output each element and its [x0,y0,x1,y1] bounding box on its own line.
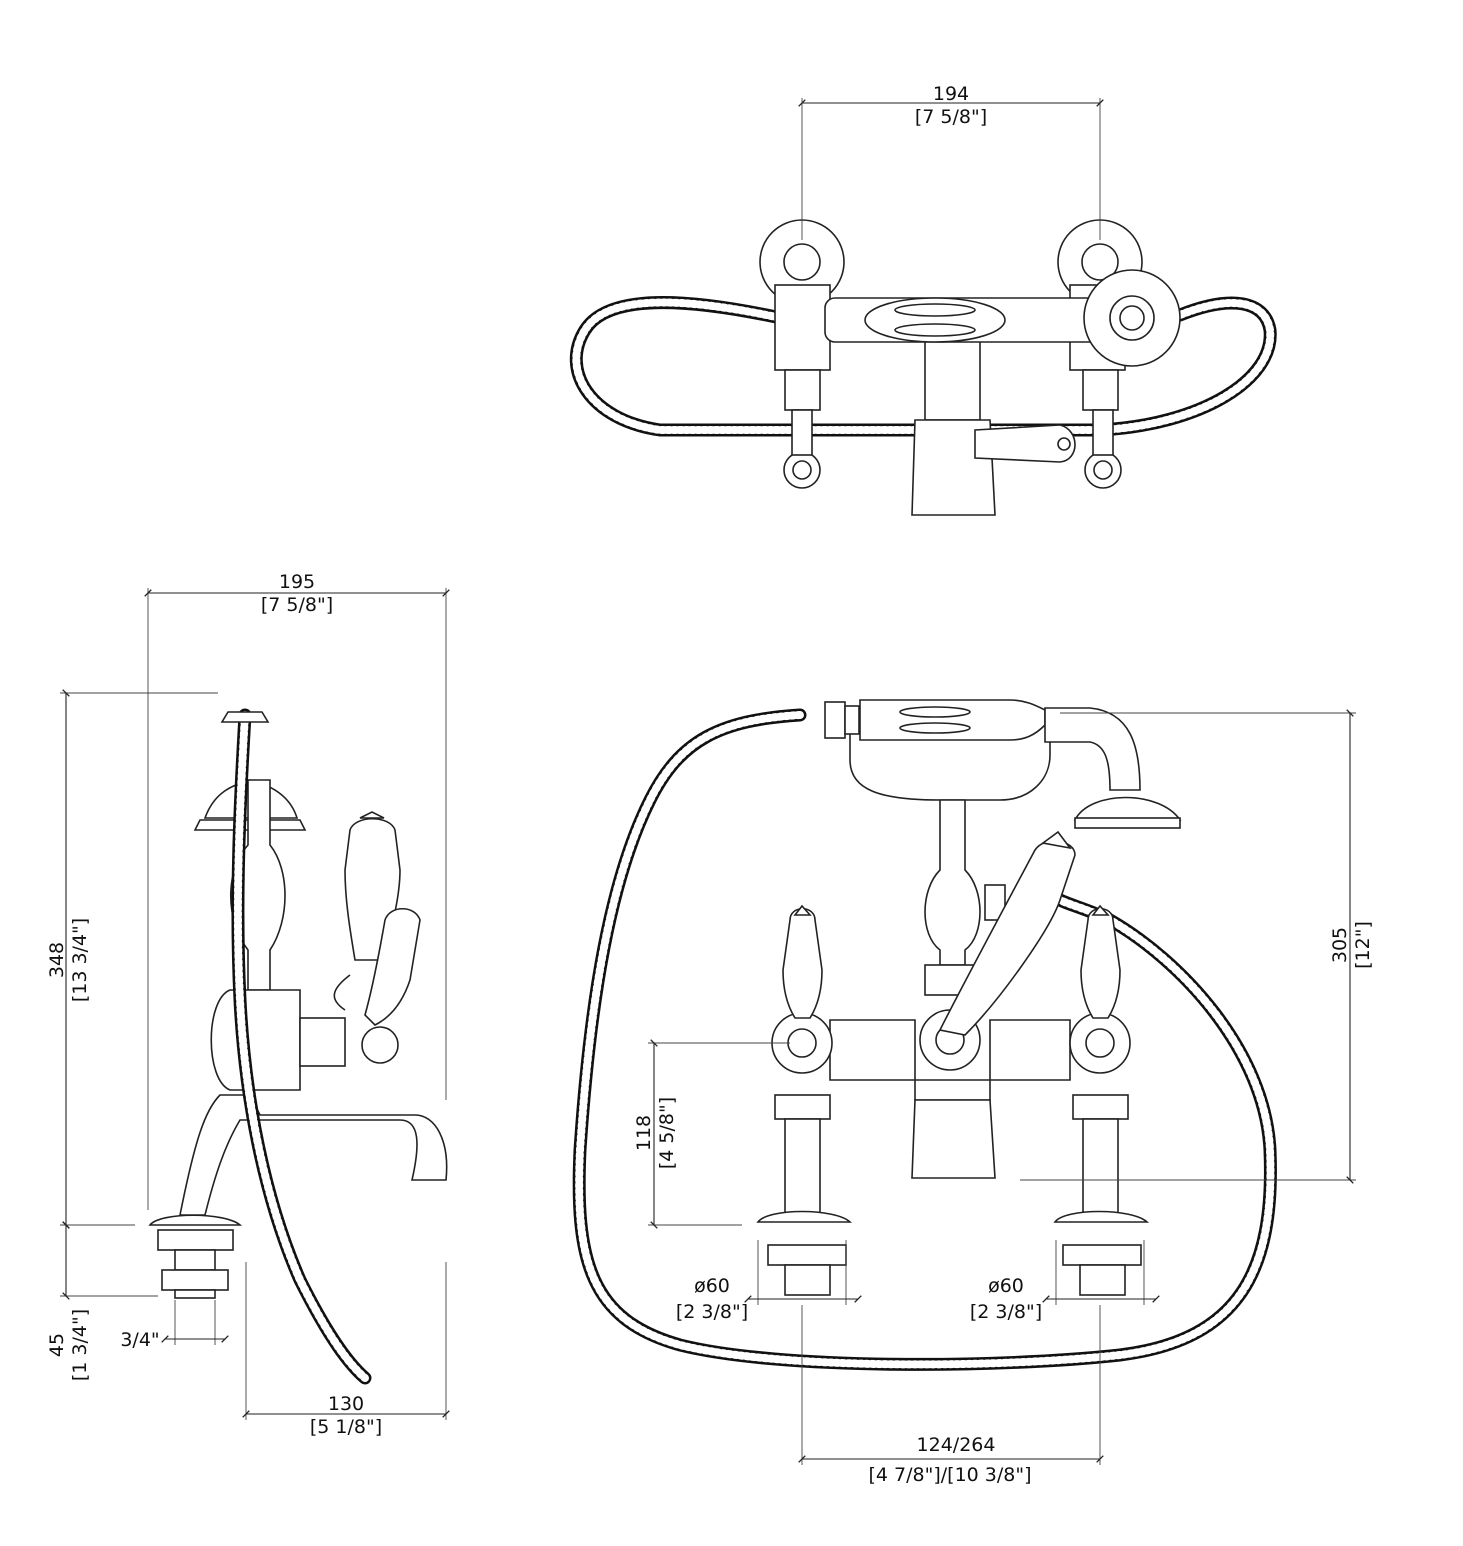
front-inlet-height-mm: 118 [633,1115,655,1151]
top-width-inch: [7 5/8"] [915,106,987,128]
side-height-dimension: 348 [13 3/4"] [46,689,218,1229]
front-inlet-height-dimension: 118 [4 5/8"] [633,1039,790,1229]
front-height-mm: 305 [1329,927,1351,963]
front-height-dimension: 305 [12"] [1020,709,1374,1184]
front-right-flange-mm: ø60 [988,1275,1024,1297]
front-handset [859,699,1046,741]
top-width-mm: 194 [933,83,969,105]
front-left-flange-inch: [2 3/8"] [676,1301,748,1323]
top-view [569,219,1277,516]
side-view [148,708,448,1385]
side-projection-inch: [5 1/8"] [310,1416,382,1438]
front-right-flange-dimension: ø60 [2 3/8"] [970,1240,1160,1323]
side-thread-label: 3/4" [120,1329,159,1351]
front-right-flange-inch: [2 3/8"] [970,1301,1042,1323]
side-height-inch: [13 3/4"] [69,918,91,1002]
side-width-dimension: 195 [7 5/8"] [144,571,450,1210]
front-left-lever [782,907,823,1019]
front-right-lever [1080,907,1121,1019]
side-thread-dimension: 3/4" [120,1300,229,1351]
side-tail-mm: 45 [46,1333,68,1357]
front-centers-inch: [4 7/8"]/[10 3/8"] [868,1464,1031,1486]
top-left-valve [774,284,831,371]
side-projection-mm: 130 [328,1393,364,1415]
front-left-flange-mm: ø60 [694,1275,730,1297]
front-centers-mm: 124/264 [917,1434,996,1456]
front-view [572,699,1277,1371]
front-height-inch: [12"] [1352,921,1374,969]
side-width-inch: [7 5/8"] [261,594,333,616]
side-height-mm: 348 [46,942,68,978]
front-spout [911,1099,996,1179]
side-width-mm: 195 [279,571,315,593]
top-view-hose [569,296,1277,437]
top-lever [974,424,1076,463]
side-lever-front [364,907,421,1026]
front-column [924,799,981,966]
front-centers-dimension: 124/264 [4 7/8"]/[10 3/8"] [798,1305,1104,1486]
side-base [148,1214,243,1226]
front-main-lever [938,840,1076,1036]
side-tail-dimension: 45 [1 3/4"] [46,1221,158,1381]
side-valve [299,1017,346,1067]
side-projection-dimension: 130 [5 1/8"] [242,1262,450,1438]
side-body [210,989,301,1091]
side-spout [179,1094,448,1216]
front-left-flange-dimension: ø60 [2 3/8"] [676,1240,862,1323]
front-body [829,1019,1071,1101]
side-tail-inch: [1 3/4"] [69,1309,91,1381]
top-width-dimension: 194 [7 5/8"] [798,83,1104,240]
front-shower-head [1073,796,1182,821]
front-inlet-height-inch: [4 5/8"] [656,1097,678,1169]
